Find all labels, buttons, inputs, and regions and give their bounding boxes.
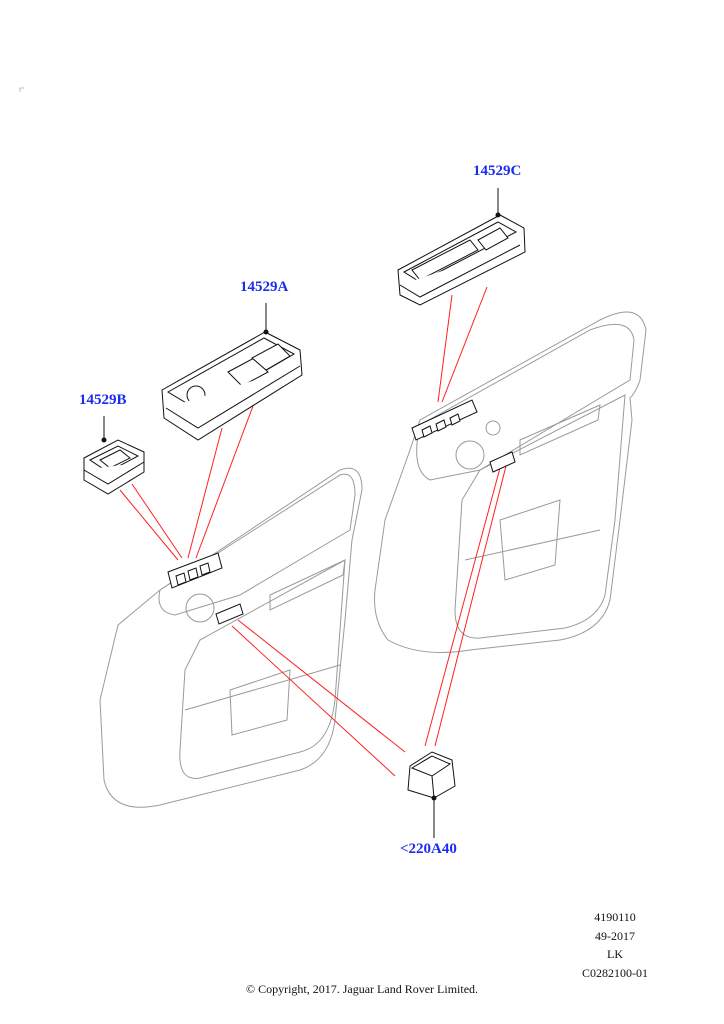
callout-220A40[interactable]: <220A40 — [400, 841, 457, 857]
callout-14529C[interactable]: 14529C — [473, 163, 522, 179]
meta-line-2: 49-2017 — [595, 928, 635, 943]
switch-14529C — [397, 188, 526, 306]
front-door-panel — [99, 467, 363, 808]
door-switch-packs — [167, 399, 516, 625]
drawing-meta: 4190110 49-2017 LK C0282100-01 — [570, 908, 660, 982]
corner-mark — [19, 87, 24, 92]
switch-14529A — [161, 303, 303, 441]
switch-220A40 — [407, 751, 456, 838]
callout-14529A[interactable]: 14529A — [240, 279, 289, 295]
copyright-text: © Copyright, 2017. Jaguar Land Rover Lim… — [245, 982, 479, 996]
leader-lines — [119, 286, 507, 777]
callout-14529B[interactable]: 14529B — [79, 392, 127, 408]
switch-14529B — [83, 416, 145, 495]
meta-line-4: C0282100-01 — [582, 965, 648, 980]
meta-line-1: 4190110 — [594, 910, 636, 924]
rear-door-panel — [374, 311, 647, 653]
meta-line-3: LK — [607, 947, 623, 961]
